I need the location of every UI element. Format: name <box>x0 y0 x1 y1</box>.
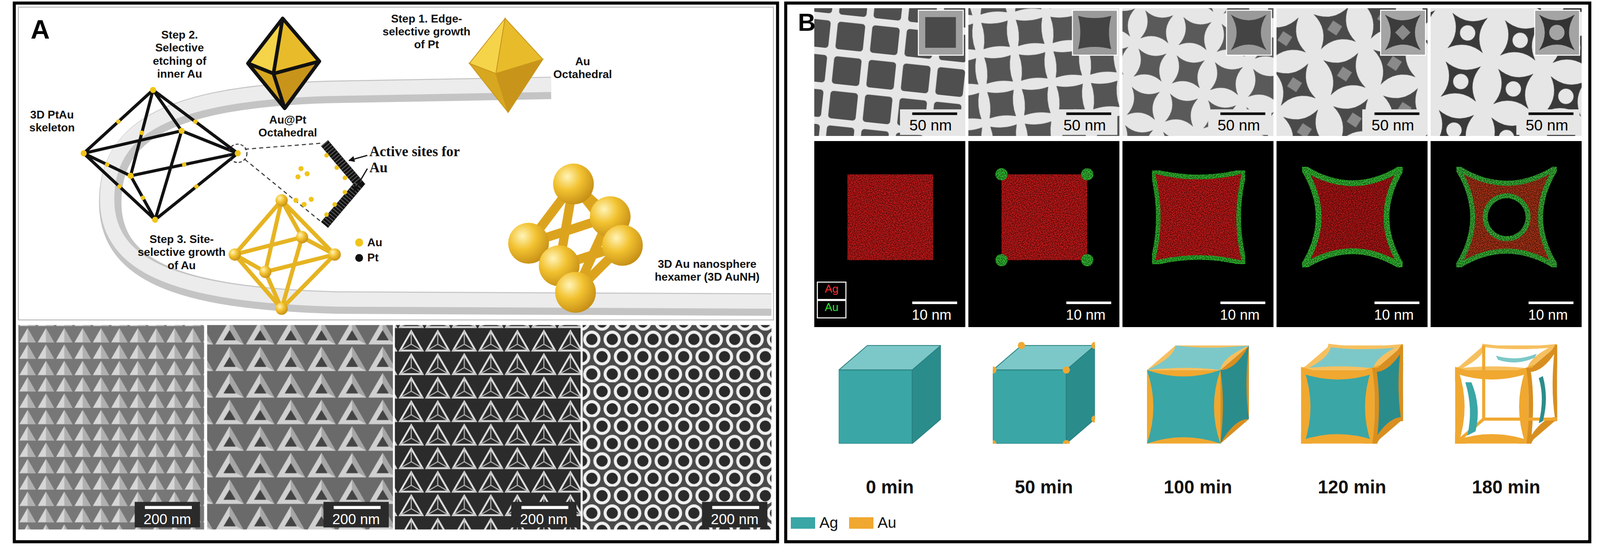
time-label: 100 min <box>1141 475 1255 498</box>
legend-text: Pt <box>367 251 379 264</box>
particle-label: Au Octahedral <box>547 55 619 81</box>
particle-label: 3D PtAu skeleton <box>18 108 86 135</box>
au-hexamer <box>508 163 643 313</box>
legend-swatch <box>790 516 816 528</box>
step-label: Step 1. Edge-selective growth of Pt <box>379 12 474 51</box>
step-label: Step 3. Site-selective growth of Au <box>134 232 229 272</box>
scale-bar-label: 50 nm <box>897 116 963 135</box>
scale-bar-label: 50 nm <box>1051 116 1118 135</box>
particle-label: 3D Au nanosphere hexamer (3D AuNH) <box>647 257 768 284</box>
process-band <box>106 84 772 305</box>
element-tag: Au <box>817 300 846 314</box>
scale-bar-label: 50 nm <box>1206 116 1272 135</box>
time-label: 180 min <box>1449 475 1563 498</box>
particle-label: Au@Pt Octahedral <box>251 113 325 140</box>
legend-text: Ag <box>819 513 839 532</box>
panel-letter: A <box>30 14 51 45</box>
eds-map <box>814 140 1582 327</box>
legend-entry: Au <box>355 235 383 249</box>
cube-schematic <box>838 341 1557 447</box>
scale-bar-label: 10 nm <box>1210 306 1270 324</box>
scale-bar-label: 50 nm <box>1514 116 1580 135</box>
ptau-skeleton <box>80 86 323 223</box>
scale-bar-label: 10 nm <box>1364 306 1424 324</box>
callout-text: Active sites for Au <box>369 143 476 177</box>
scale-bar-label: 200 nm <box>513 510 575 528</box>
au-frame-octahedron <box>228 194 342 315</box>
time-label: 0 min <box>833 475 946 498</box>
legend-swatch <box>849 516 874 528</box>
time-label: 50 min <box>987 475 1101 498</box>
element-tag: Ag <box>817 282 846 296</box>
scale-bar-label: 200 nm <box>136 510 198 528</box>
scale-bar-label: 10 nm <box>901 306 962 324</box>
legend-text: Au <box>367 235 383 249</box>
tem-image <box>814 8 1582 136</box>
legend-swatch <box>355 253 364 263</box>
scale-bar-label: 10 nm <box>1056 306 1116 324</box>
legend-entry: Pt <box>355 251 379 264</box>
scale-bar-label: 200 nm <box>325 510 387 528</box>
au-octahedron <box>469 18 543 113</box>
legend-entry: Au <box>849 513 897 532</box>
panel-letter: B <box>798 8 817 37</box>
legend-swatch <box>355 238 364 247</box>
legend-entry: Ag <box>790 513 839 532</box>
scale-bar-label: 200 nm <box>704 510 766 528</box>
step-label: Step 2. Selective etching of inner Au <box>142 28 217 80</box>
time-label: 120 min <box>1295 475 1409 498</box>
scale-bar-label: 10 nm <box>1518 306 1578 324</box>
sem-image <box>18 324 772 530</box>
scale-bar-label: 50 nm <box>1360 116 1426 135</box>
panel-frame <box>14 3 1590 542</box>
aupt-octahedron <box>247 18 320 109</box>
legend-text: Au <box>877 513 897 532</box>
active-site-edge <box>293 143 368 225</box>
